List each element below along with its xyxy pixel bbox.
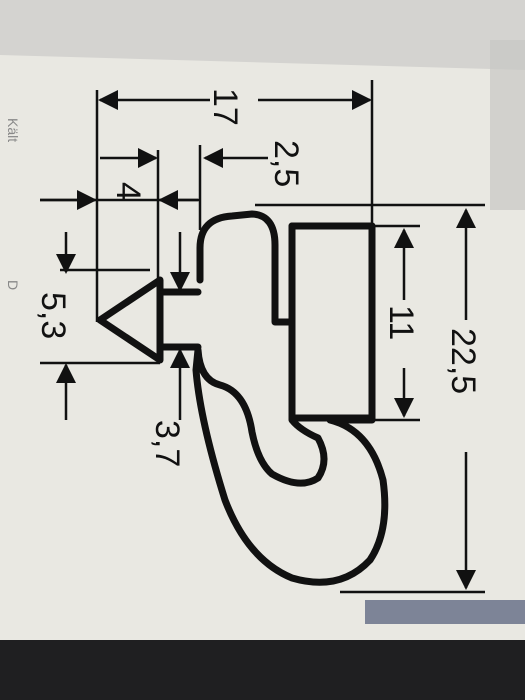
edge-text-mid: D — [5, 280, 21, 290]
screen-top-shade — [0, 0, 525, 70]
dark-bezel — [0, 640, 525, 700]
dim-label-overall-height: 22,5 — [444, 328, 482, 394]
gasket-profile — [96, 210, 389, 586]
ui-strip — [365, 600, 525, 624]
dim-label-clip-height: 11 — [382, 305, 420, 340]
ui-strip-right — [490, 40, 525, 210]
dim-label-total-width: 17 — [206, 88, 244, 126]
anchor-arrowhead — [96, 276, 164, 364]
dimension-lines — [40, 80, 485, 594]
dim-label-top-offset: 2,5 — [267, 140, 305, 187]
dim-label-stem-width: 4 — [109, 182, 147, 201]
edge-text-top: Kält — [5, 118, 21, 142]
clip-rectangle — [288, 222, 376, 422]
dim-label-arrow-width: 5,3 — [34, 292, 72, 339]
dim-label-stem-height: 3,7 — [148, 420, 186, 467]
